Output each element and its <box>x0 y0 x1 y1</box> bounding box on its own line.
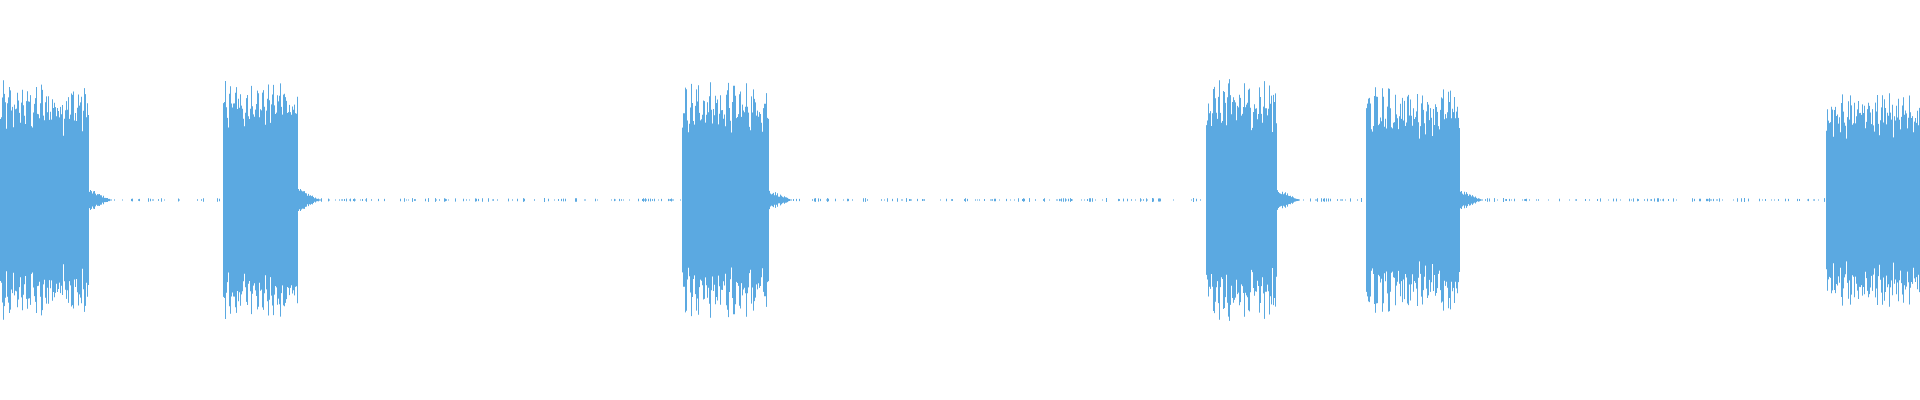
waveform-trace <box>0 79 1920 321</box>
